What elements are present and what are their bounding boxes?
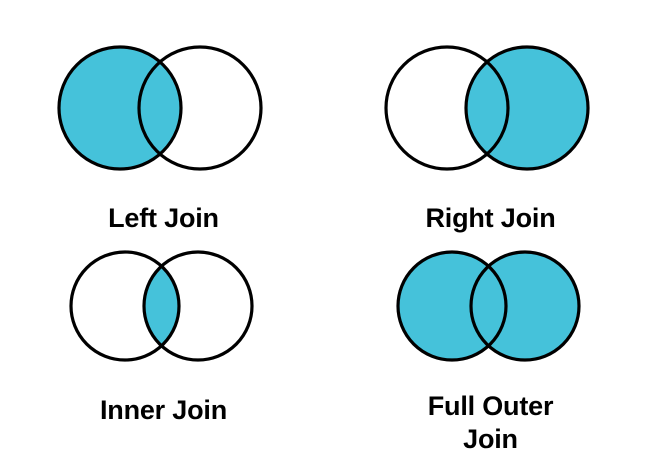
diagram-right-join: Right Join [327, 30, 654, 235]
left-circle-outline [384, 45, 510, 171]
diagram-inner-join: Inner Join [0, 238, 327, 427]
right-circle-outline [469, 250, 581, 362]
diagram-left-join: Left Join [0, 30, 327, 235]
right-circle-outline [137, 45, 263, 171]
right-circle-outline [464, 45, 590, 171]
left-circle-fill [59, 47, 181, 169]
left-circle-outline [69, 250, 181, 362]
diagram-label-left-join: Left Join [108, 203, 219, 233]
venn-left-join [0, 30, 327, 190]
diagram-label-full-outer-join: Full Outer Join [427, 391, 554, 454]
left-circle-outline [57, 45, 183, 171]
diagram-label-right-join: Right Join [425, 203, 556, 233]
venn-full-outer-join [327, 238, 654, 378]
venn-right-join [327, 30, 654, 190]
diagram-full-outer-join: Full Outer Join [327, 238, 654, 456]
diagram-label-inner-join: Inner Join [99, 395, 227, 425]
left-circle-outline [396, 250, 508, 362]
venn-inner-join [0, 238, 327, 378]
right-circle-fill [466, 47, 588, 169]
right-circle-outline [142, 250, 254, 362]
